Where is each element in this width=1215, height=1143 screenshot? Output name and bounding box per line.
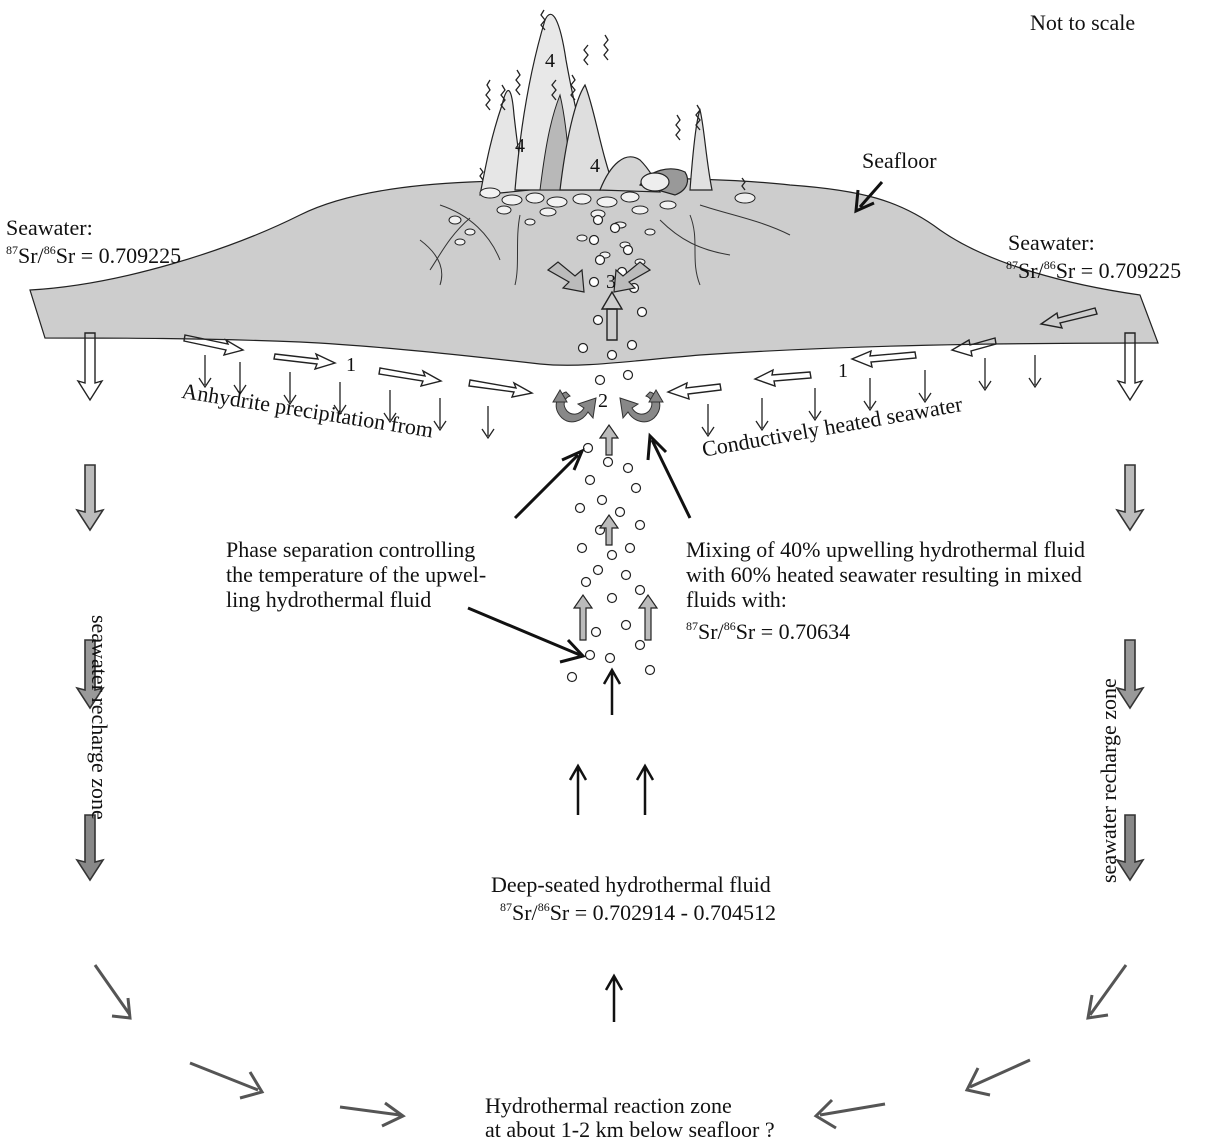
seawater-right-title: Seawater: <box>1008 230 1095 256</box>
reaction-zone-line1: Hydrothermal reaction zone <box>485 1093 732 1119</box>
deep-fluid-label: Deep-seated hydrothermal fluid <box>491 872 771 898</box>
isotope-86-sup: 86 <box>724 619 736 633</box>
phase-separation-line1: Phase separation controlling <box>226 537 475 563</box>
marker-1-left: 1 <box>346 354 356 377</box>
reaction-zone-line2: at about 1-2 km below seafloor ? <box>485 1117 775 1143</box>
isotope-86-sup: 86 <box>538 900 550 914</box>
marker-3: 3 <box>606 271 616 294</box>
phase-separation-line3: ling hydrothermal fluid <box>226 587 431 613</box>
isotope-86-sup: 86 <box>44 243 56 257</box>
marker-4-top: 4 <box>545 50 555 73</box>
recharge-zone-left: seawater recharge zone <box>86 615 112 820</box>
recharge-zone-right: seawater recharge zone <box>1096 678 1122 883</box>
seawater-left-ratio: 87Sr/86Sr = 0.709225 <box>6 243 181 269</box>
deep-fluid-ratio: 87Sr/86Sr = 0.702914 - 0.704512 <box>500 900 776 926</box>
marker-4-center: 4 <box>590 155 600 178</box>
marker-4-left: 4 <box>515 135 525 158</box>
seawater-right-ratio: 87Sr/86Sr = 0.709225 <box>1006 258 1181 284</box>
not-to-scale-label: Not to scale <box>1030 10 1135 36</box>
marker-2: 2 <box>598 390 608 413</box>
phase-separation-line2: the temperature of the upwel- <box>226 562 486 588</box>
mixing-ratio: 87Sr/86Sr = 0.70634 <box>686 619 850 645</box>
mixing-line1: Mixing of 40% upwelling hydrothermal flu… <box>686 537 1085 563</box>
seawater-left-title: Seawater: <box>6 215 93 241</box>
mixing-line3: fluids with: <box>686 587 787 613</box>
seafloor-label: Seafloor <box>862 148 937 174</box>
marker-1-right: 1 <box>838 360 848 383</box>
seafloor-mound <box>30 178 1158 365</box>
isotope-86-sup: 86 <box>1044 258 1056 272</box>
mixing-line2: with 60% heated seawater resulting in mi… <box>686 562 1082 588</box>
